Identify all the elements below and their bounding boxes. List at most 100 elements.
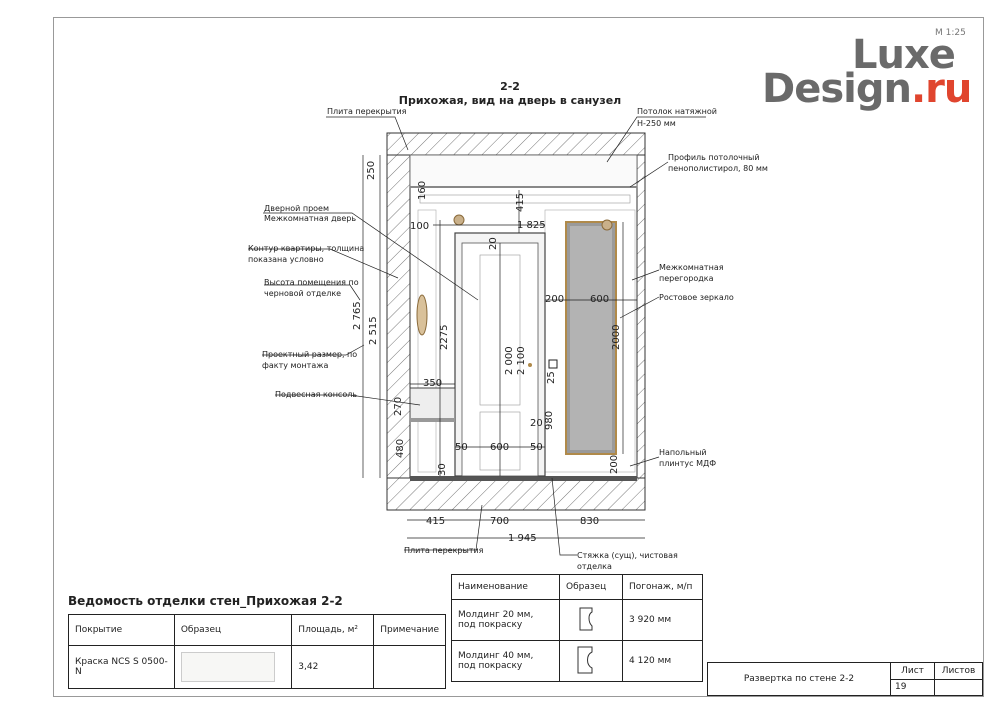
- label-slab-bottom: Плита перекрытия: [404, 546, 484, 555]
- label-slab-top: Плита перекрытия: [327, 107, 407, 116]
- luxedesign-logo: Luxe Design.ru: [760, 32, 972, 122]
- dim-980: 980: [544, 411, 555, 430]
- dim-100: 100: [410, 221, 429, 232]
- label-contour-1: Контур квартиры, толщина: [248, 244, 364, 253]
- label-partition-1: Межкомнатная: [659, 263, 724, 272]
- cell-sample: [173, 645, 293, 689]
- logo-line-2: Design.ru: [762, 66, 972, 112]
- label-profile-2: пенополистирол, 80 мм: [668, 164, 768, 173]
- dim-50-right: 50: [530, 442, 543, 453]
- dim-200-plinth: 200: [609, 455, 620, 474]
- label-screed-2: отделка: [577, 562, 612, 571]
- wall-console: [409, 387, 456, 421]
- header-cover: Покрытие: [68, 614, 175, 646]
- dim-2000-mirror: 2000: [611, 325, 622, 350]
- stamp-sheet-name: Развертка по стене 2-2: [707, 662, 891, 696]
- stamp-row-top: Развертка по стене 2-2 Лист Листов: [707, 662, 983, 696]
- floor-finish: [410, 476, 637, 481]
- stretch-ceiling: [409, 154, 638, 188]
- dim-1945: 1 945: [508, 533, 537, 544]
- header-name: Наименование: [451, 574, 560, 600]
- stamp-row-bottom: 19: [708, 678, 983, 696]
- label-contour-2: показана условно: [248, 255, 324, 264]
- cell-length: 3 920 мм: [622, 599, 703, 641]
- logo-suffix: .ru: [910, 66, 972, 112]
- dim-200-mirror-gap: 200: [545, 294, 564, 305]
- title-stamp: Развертка по стене 2-2 Лист Листов 19: [707, 662, 983, 696]
- dim-2275: 2275: [439, 325, 450, 350]
- dim-350: 350: [423, 378, 442, 389]
- dim-20: 20: [488, 237, 499, 250]
- dim-2000-door: 2 000: [504, 346, 515, 375]
- paint-swatch: [180, 652, 275, 682]
- cell-length: 4 120 мм: [622, 640, 703, 682]
- cell-name: Молдинг 20 мм, под покраску: [451, 599, 560, 641]
- door-handle: [528, 363, 532, 367]
- header-area: Площадь, м²: [291, 614, 375, 646]
- dim-50-left: 50: [455, 442, 468, 453]
- dim-270: 270: [393, 397, 404, 416]
- drawing-sheet-frame: [53, 17, 984, 697]
- label-doorway-2: Межкомнатная дверь: [264, 214, 356, 223]
- label-doorway-1: Дверной проем: [264, 204, 329, 213]
- molding-table-header: Наименование Образец Погонаж, м/п: [451, 574, 703, 600]
- wall-panel-left: [417, 209, 437, 473]
- dim-1825: 1 825: [517, 220, 546, 231]
- stamp-sheet-number: 19: [890, 678, 935, 696]
- stamp-sheet-label: Лист: [890, 662, 935, 680]
- section-number: 2-2: [500, 80, 520, 93]
- upper-molding-band: [419, 194, 631, 204]
- wall-sconce: [416, 294, 428, 336]
- molding-40-profile-icon: [577, 646, 593, 673]
- dim-250: 250: [366, 161, 377, 180]
- cell-cover: Краска NCS S 0500-N: [68, 645, 175, 689]
- cell-name: Молдинг 40 мм, под покраску: [451, 640, 560, 682]
- dim-415-vertical: 415: [515, 193, 526, 212]
- logo-line-1: Luxe: [852, 32, 956, 78]
- drawing-title-block: 2-2 Прихожая, вид на дверь в санузел: [380, 80, 640, 108]
- header-note: Примечание: [373, 614, 446, 646]
- header-length: Погонаж, м/п: [622, 574, 703, 600]
- label-console: Подвесная консоль: [275, 390, 357, 399]
- dim-30: 30: [437, 463, 448, 476]
- label-screed-1: Стяжка (сущ), чистовая: [577, 551, 678, 560]
- cell-note: [373, 645, 446, 689]
- left-wall: [386, 154, 411, 479]
- molding-table: Наименование Образец Погонаж, м/п Молдин…: [451, 574, 703, 682]
- leader-lines: [248, 116, 706, 556]
- label-ceiling-1: Потолок натяжной: [637, 107, 717, 116]
- finish-table: Покрытие Образец Площадь, м² Примечание …: [68, 614, 446, 689]
- section-title: Прихожая, вид на дверь в санузел: [398, 94, 622, 107]
- dim-700: 700: [490, 516, 509, 527]
- table-row: Краска NCS S 0500-N 3,42: [68, 645, 446, 689]
- stamp-sheets-total: [934, 678, 983, 696]
- molding-20-profile-icon: [579, 607, 593, 630]
- label-height-2: черновой отделке: [264, 289, 341, 298]
- label-project-1: Проектный размер, по: [262, 350, 357, 359]
- stamp-sheets-label: Листов: [934, 662, 983, 680]
- dim-415: 415: [426, 516, 445, 527]
- finish-table-header: Покрытие Образец Площадь, м² Примечание: [68, 614, 446, 646]
- label-partition-2: перегородка: [659, 274, 714, 283]
- table-row: Молдинг 40 мм, под покраску 4 120 мм: [451, 640, 703, 682]
- dim-25: 25: [546, 371, 557, 384]
- dim-830: 830: [580, 516, 599, 527]
- label-mirror: Ростовое зеркало: [659, 293, 734, 302]
- dim-600-door: 600: [490, 442, 509, 453]
- dim-20-bottom: 20: [530, 418, 543, 429]
- label-plinth-1: Напольный: [659, 448, 707, 457]
- cell-area: 3,42: [291, 645, 375, 689]
- label-project-2: факту монтажа: [262, 361, 328, 370]
- dim-600-mirror: 600: [590, 294, 609, 305]
- dimension-lines: [362, 155, 645, 539]
- label-profile-1: Профиль потолочный: [668, 153, 760, 162]
- ceiling-lamp-left: [453, 214, 465, 226]
- label-height-1: Высота помещения по: [264, 278, 359, 287]
- dim-160: 160: [417, 181, 428, 200]
- table-row: Молдинг 20 мм, под покраску 3 920 мм: [451, 599, 703, 641]
- scale-label: М 1:25: [935, 28, 966, 38]
- dim-2515: 2 515: [368, 316, 379, 345]
- light-switch: [548, 359, 558, 369]
- cell-sample: [559, 599, 623, 641]
